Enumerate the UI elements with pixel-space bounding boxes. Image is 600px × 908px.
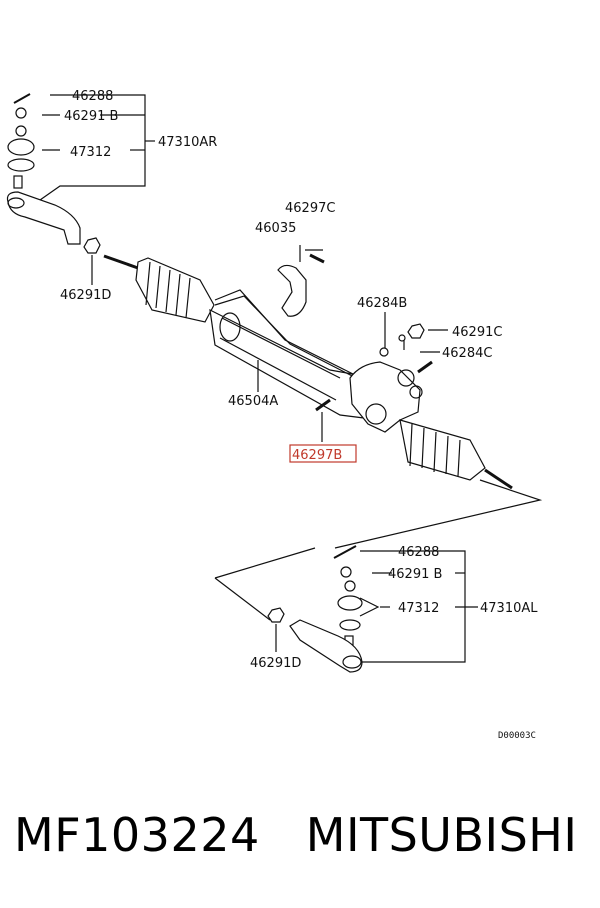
label-47310al: 47310AL [480, 601, 538, 616]
label-46291b-bottom: 46291 B [388, 567, 442, 582]
label-47310ar: 47310AR [158, 135, 217, 150]
part-number: MF103224 [14, 808, 260, 862]
highlight-box-46297b [289, 444, 357, 463]
label-46291c: 46291C [452, 325, 502, 340]
label-46504a: 46504A [228, 394, 278, 409]
label-46288-bottom: 46288 [398, 545, 439, 560]
label-46297b: 46297B [292, 448, 342, 463]
label-46291d-top: 46291D [60, 288, 111, 303]
diagram-code: D00003C [498, 731, 536, 741]
label-46291d-bottom: 46291D [250, 656, 301, 671]
label-46291b-top: 46291 B [64, 109, 118, 124]
label-46035: 46035 [255, 221, 296, 236]
label-47312-top: 47312 [70, 145, 111, 160]
label-46297c: 46297C [285, 201, 335, 216]
footer-caption: MF103224 MITSUBISHI [14, 808, 594, 868]
label-46288-top: 46288 [72, 89, 113, 104]
label-46284c: 46284C [442, 346, 492, 361]
label-46284b: 46284B [357, 296, 407, 311]
brand-name: MITSUBISHI [305, 808, 578, 862]
label-47312-bottom: 47312 [398, 601, 439, 616]
